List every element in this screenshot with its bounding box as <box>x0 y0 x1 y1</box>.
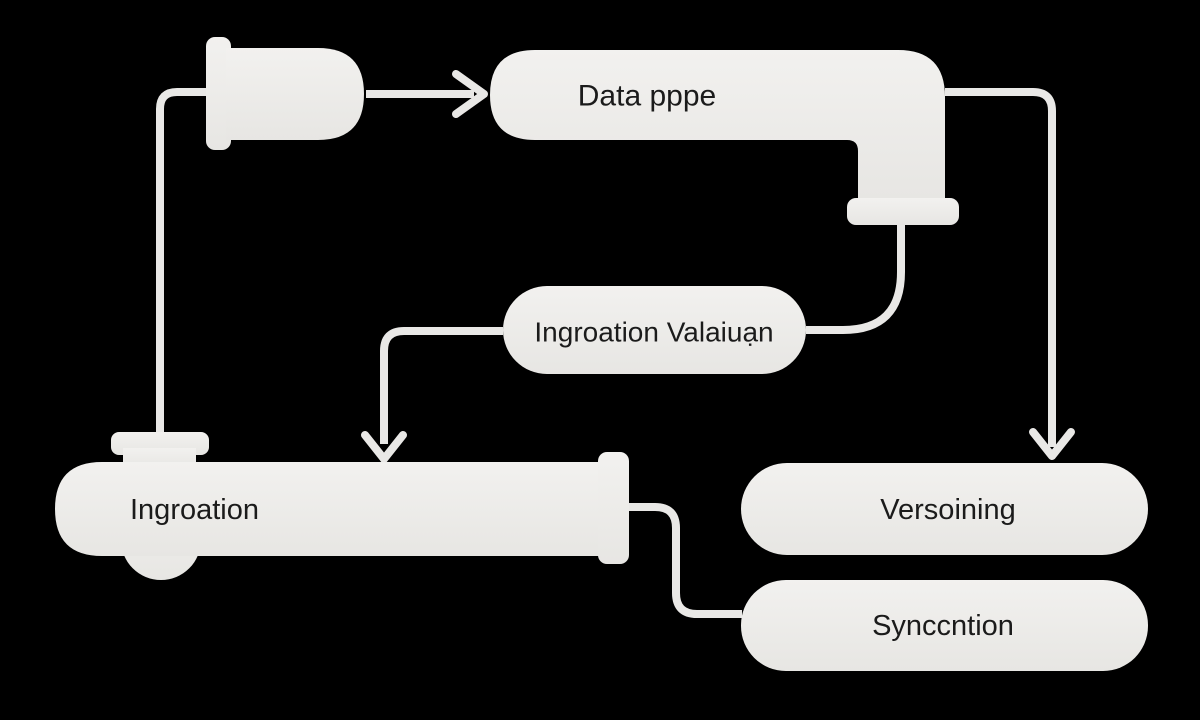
arrow-right-icon <box>452 70 488 118</box>
node-ingestion-pipe: Ingroation <box>55 432 629 580</box>
sync-pill <box>741 580 1148 671</box>
sync-label: Synccntion <box>872 610 1014 642</box>
inlet-flange <box>206 37 231 150</box>
data-pipe-flange <box>847 198 959 225</box>
node-inlet-cap <box>206 37 364 150</box>
node-data-pipe: Data pppe <box>490 50 959 225</box>
versioning-label: Versoining <box>880 494 1015 526</box>
connector-inlet-to-ingestion <box>156 88 208 433</box>
ingestion-label: Ingroation <box>130 494 259 526</box>
arrow-down-icon <box>361 431 407 463</box>
connector-validation-to-ingestion <box>380 327 503 444</box>
node-sync: Synccntion <box>741 580 1148 671</box>
versioning-pill <box>741 463 1148 555</box>
inlet-bullet <box>226 48 364 140</box>
ingestion-pipe-body <box>55 462 600 556</box>
node-versioning: Versoining <box>741 463 1148 555</box>
arrow-down-icon <box>1029 428 1075 460</box>
data-pipe-label: Data pppe <box>578 80 716 113</box>
connector-datapipe-to-validation <box>806 225 905 334</box>
validation-label: Ingroation Valaiuạn <box>534 317 773 348</box>
connector-ingestion-to-sync <box>629 503 742 618</box>
node-validation: Ingroation Valaiuạn <box>503 286 806 374</box>
connector-datapipe-to-versioning <box>945 88 1056 447</box>
ingestion-pipe-flange <box>598 452 629 564</box>
validation-pill <box>503 286 806 374</box>
data-pipe-elbow <box>490 50 945 198</box>
